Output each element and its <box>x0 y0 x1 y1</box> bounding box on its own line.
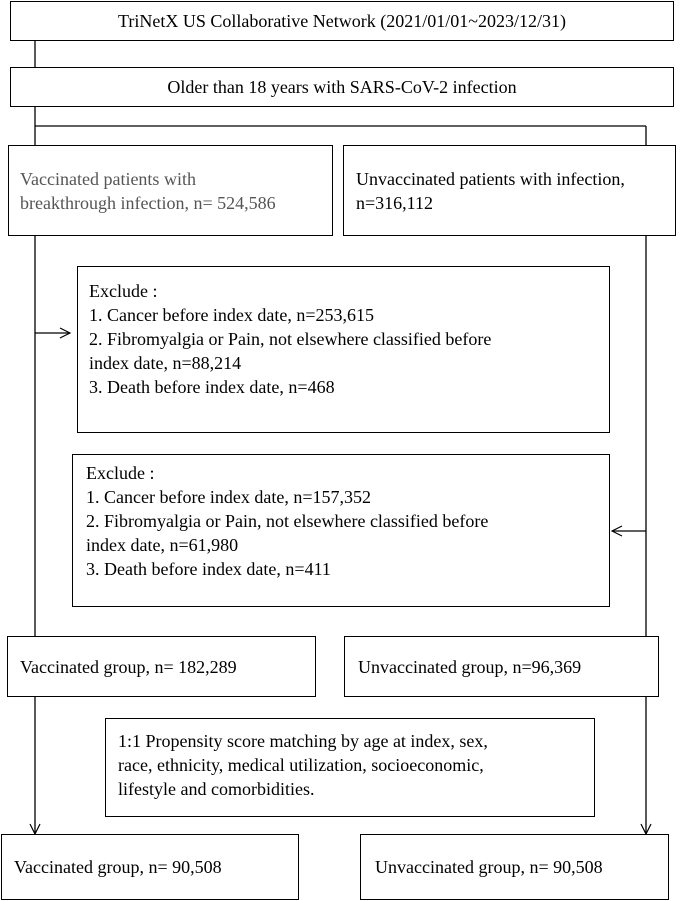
vaccinated-initial-box: Vaccinated patients with breakthrough in… <box>8 145 333 236</box>
exclude-vaccinated-item3: 3. Death before index date, n=468 <box>89 377 335 397</box>
vaccinated-matched-box: Vaccinated group, n= 90,508 <box>1 834 299 900</box>
unvaccinated-initial-line1: Unvaccinated patients with infection, <box>356 168 625 189</box>
vaccinated-group-text: Vaccinated group, n= 182,289 <box>20 656 237 677</box>
exclude-unvaccinated-item2b: index date, n=61,980 <box>86 535 239 555</box>
matching-line2: race, ethnicity, medical utilization, so… <box>118 755 484 775</box>
unvaccinated-initial-line2: n=316,112 <box>356 192 433 213</box>
matching-line3: lifestyle and comorbidities. <box>118 779 315 799</box>
exclude-unvaccinated-title: Exclude : <box>86 463 155 483</box>
source-box: TriNetX US Collaborative Network (2021/0… <box>10 1 674 41</box>
criteria-text: Older than 18 years with SARS-CoV-2 infe… <box>167 77 517 97</box>
unvaccinated-group-box: Unvaccinated group, n=96,369 <box>344 636 659 697</box>
matching-box: 1:1 Propensity score matching by age at … <box>105 718 595 817</box>
vaccinated-initial-line2: breakthrough infection, n= 524,586 <box>20 192 276 213</box>
exclude-vaccinated-box: Exclude : 1. Cancer before index date, n… <box>77 266 610 433</box>
unvaccinated-group-text: Unvaccinated group, n=96,369 <box>358 656 582 677</box>
vaccinated-initial-line1: Vaccinated patients with <box>20 168 196 189</box>
exclude-vaccinated-item1: 1. Cancer before index date, n=253,615 <box>89 305 375 325</box>
matching-line1: 1:1 Propensity score matching by age at … <box>118 731 488 751</box>
unvaccinated-matched-box: Unvaccinated group, n= 90,508 <box>360 834 669 900</box>
exclude-vaccinated-title: Exclude : <box>89 281 158 301</box>
unvaccinated-matched-text: Unvaccinated group, n= 90,508 <box>375 857 603 877</box>
exclude-unvaccinated-item3: 3. Death before index date, n=411 <box>86 559 331 579</box>
exclude-vaccinated-item2b: index date, n=88,214 <box>89 353 242 373</box>
criteria-box: Older than 18 years with SARS-CoV-2 infe… <box>10 67 674 107</box>
exclude-unvaccinated-item2a: 2. Fibromyalgia or Pain, not elsewhere c… <box>86 511 489 531</box>
exclude-unvaccinated-box: Exclude : 1. Cancer before index date, n… <box>72 454 610 607</box>
source-text: TriNetX US Collaborative Network (2021/0… <box>117 11 567 31</box>
unvaccinated-initial-box: Unvaccinated patients with infection, n=… <box>343 145 676 236</box>
exclude-vaccinated-item2a: 2. Fibromyalgia or Pain, not elsewhere c… <box>89 329 492 349</box>
vaccinated-matched-text: Vaccinated group, n= 90,508 <box>14 857 222 877</box>
vaccinated-group-box: Vaccinated group, n= 182,289 <box>7 636 316 697</box>
exclude-unvaccinated-item1: 1. Cancer before index date, n=157,352 <box>86 487 372 507</box>
